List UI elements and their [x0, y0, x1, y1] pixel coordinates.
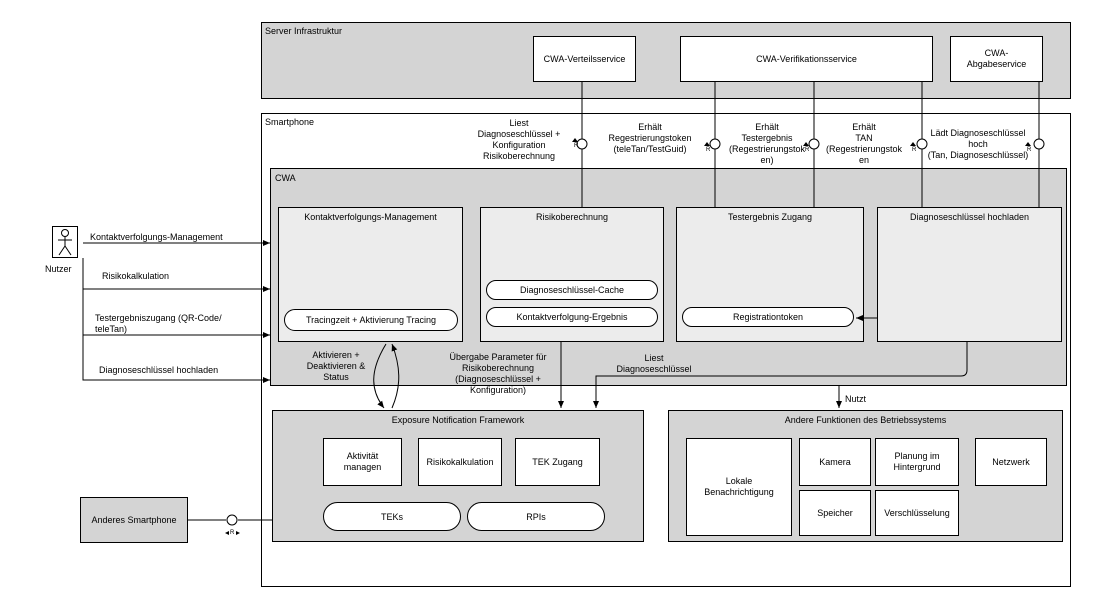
aktivieren-label: Aktivieren + Deaktivieren & Status	[306, 350, 366, 382]
server-infrastructure-region: Server Infrastruktur	[261, 22, 1071, 99]
liest-interface-label: Liest Diagnoseschlüssel + Konfiguration …	[477, 118, 561, 161]
diagnoseschluessel-hochladen-component: Diagnoseschlüssel hochladen	[877, 207, 1062, 342]
aktivitaet-managen-box: Aktivität managen	[323, 438, 402, 486]
liest-diagnose-label: Liest Diagnoseschlüssel	[616, 353, 692, 374]
stick-figure-icon	[58, 229, 72, 256]
hochladen-interface-label: Lädt Diagnoseschlüssel hoch (Tan, Diagno…	[927, 128, 1029, 160]
tracing-element: Tracingzeit + Aktivierung Tracing	[284, 309, 458, 331]
testergebnis-title: Testergebnis Zugang	[727, 212, 813, 222]
os-label: Andere Funktionen des Betriebssystems	[784, 415, 947, 425]
smartphone-label: Smartphone	[265, 117, 315, 127]
r-tag: R	[1027, 147, 1032, 153]
uebergabe-label: Übergabe Parameter für Risikoberechnung …	[449, 352, 547, 395]
kontaktverfolgung-ergebnis-element: Kontaktverfolgung-Ergebnis	[486, 307, 658, 327]
risikokalkulation-box: Risikokalkulation	[418, 438, 502, 486]
cwa-verteilservice-box: CWA-Verteilsservice	[533, 36, 636, 82]
tek-zugang-box: TEK Zugang	[515, 438, 600, 486]
cwa-verifikationsservice-box: CWA-Verifikationsservice	[680, 36, 933, 82]
diagnoseschluessel-cache-element: Diagnoseschlüssel-Cache	[486, 280, 658, 300]
nutzer-label: Nutzer	[45, 264, 72, 274]
regtoken-interface-label: Erhält Regestrierungstoken (teleTan/Test…	[608, 122, 692, 154]
nutzt-label: Nutzt	[845, 394, 867, 404]
flow-diagnose-label: Diagnoseschlüssel hochladen	[99, 365, 219, 375]
registrationtoken-element: Registrationtoken	[682, 307, 854, 327]
r-tag: R	[706, 147, 711, 153]
planung-im-hintergrund-box: Planung im Hintergrund	[875, 438, 959, 486]
rpis-element: RPIs	[467, 502, 605, 531]
r-tag: R	[805, 147, 810, 153]
flow-testergebnis-label: Testergebniszugang (QR-Code/	[95, 313, 222, 323]
flow-kontakt-label: Kontaktverfolgungs-Management	[90, 232, 223, 242]
enf-label: Exposure Notification Framework	[391, 415, 525, 425]
cwa-abgabeservice-box: CWA- Abgabeservice	[950, 36, 1043, 82]
risiko-title: Risikoberechnung	[535, 212, 609, 222]
teks-element: TEKs	[323, 502, 461, 531]
speicher-box: Speicher	[799, 490, 871, 536]
tan-interface-label: Erhält TAN (Regestrierungstok en	[825, 122, 903, 165]
diagnose-title: Diagnoseschlüssel hochladen	[909, 212, 1030, 222]
server-label: Server Infrastruktur	[265, 26, 343, 36]
netzwerk-box: Netzwerk	[975, 438, 1047, 486]
cwa-label: CWA	[275, 173, 296, 183]
anderes-smartphone-box: Anderes Smartphone	[80, 497, 188, 543]
r-tag: R	[912, 147, 917, 153]
kontakt-title: Kontaktverfolgungs-Management	[304, 212, 437, 222]
r-tag: R	[230, 530, 235, 536]
kamera-box: Kamera	[799, 438, 871, 486]
verschluesselung-box: Verschlüsselung	[875, 490, 959, 536]
r-tag: R	[574, 143, 579, 149]
lokale-benachrichtigung-box: Lokale Benachrichtigung	[686, 438, 792, 536]
testergebnis-interface-label: Erhält Testergebnis (Regestrierungstok e…	[728, 122, 806, 165]
flow-risiko-label: Risikokalkulation	[102, 271, 170, 281]
nutzer-actor	[52, 226, 78, 258]
flow-testergebnis-label-2: teleTan)	[95, 324, 128, 334]
